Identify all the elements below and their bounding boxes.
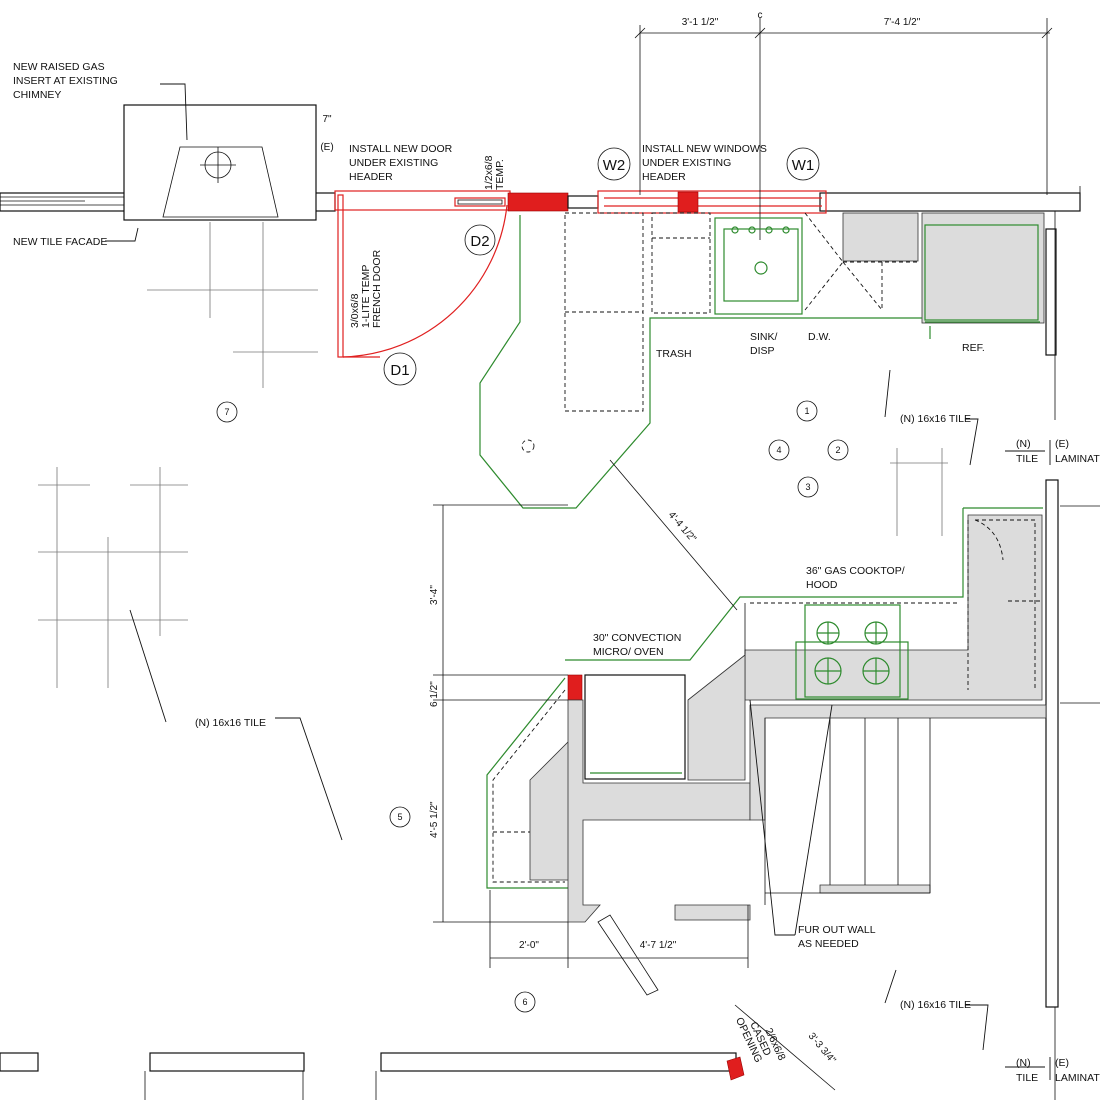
dim-4-5: 4'-5 1/2" bbox=[429, 801, 440, 838]
tag-circle-d1 bbox=[383, 352, 417, 386]
leader-lines bbox=[105, 83, 1051, 1080]
tile-grid-right bbox=[890, 448, 948, 536]
wall-pier bbox=[567, 195, 599, 209]
tag-circle-w1 bbox=[786, 147, 820, 181]
dim-3-4: 3'-4" bbox=[429, 585, 440, 605]
label-sink: SINK/ DISP bbox=[750, 331, 780, 357]
dim-3-3: 3'-3 3/4" bbox=[806, 1031, 838, 1066]
callout-1: 1 bbox=[804, 406, 809, 416]
tile-grid-left bbox=[38, 467, 188, 688]
label-transition-lower-right: (E) LAMINATE bbox=[1055, 1057, 1100, 1084]
label-trash: TRASH bbox=[656, 348, 692, 360]
top-dimension-line bbox=[634, 18, 1053, 240]
label-ref: REF. bbox=[962, 342, 985, 354]
tag-d1: D1 bbox=[390, 362, 409, 379]
windows-w1-w2 bbox=[597, 190, 827, 214]
label-transition-upper-left: (N) TILE bbox=[1016, 438, 1038, 465]
tag-circle-d2 bbox=[464, 224, 496, 256]
dim-top-right: 7'-4 1/2" bbox=[884, 17, 921, 28]
callout-circle-2 bbox=[827, 439, 849, 461]
note-french-door: 3/0x6/8 1-LITE TEMP FRENCH DOOR bbox=[349, 249, 383, 328]
callout-5: 5 bbox=[397, 812, 402, 822]
label-tile-upper: (N) 16x16 TILE bbox=[900, 413, 971, 425]
tag-d2: D2 bbox=[470, 233, 489, 250]
label-tile-lower: (N) 16x16 TILE bbox=[900, 999, 971, 1011]
bottom-walls bbox=[0, 1052, 745, 1100]
callout-circle-6 bbox=[514, 991, 536, 1013]
dim-2-0: 2'-0" bbox=[519, 940, 539, 951]
note-tile-facade: NEW TILE FACADE bbox=[13, 236, 107, 248]
note-new-windows: INSTALL NEW WINDOWS UNDER EXISTING HEADE… bbox=[642, 143, 770, 183]
callout-circle-7 bbox=[216, 401, 238, 423]
dim-centerline: c bbox=[758, 10, 763, 21]
callout-3: 3 bbox=[805, 482, 810, 492]
callout-2: 2 bbox=[835, 445, 840, 455]
label-micro: 30" CONVECTION MICRO/ OVEN bbox=[593, 632, 684, 658]
dim-seven-in: 7" bbox=[322, 114, 332, 125]
pantry-walls bbox=[567, 699, 1047, 996]
label-transition-upper-right: (E) LAMINATE bbox=[1055, 438, 1100, 465]
callout-circle-3 bbox=[797, 476, 819, 498]
callout-circle-4 bbox=[768, 439, 790, 461]
note-gas-insert: NEW RAISED GAS INSERT AT EXISTING CHIMNE… bbox=[13, 61, 121, 101]
temp-header-block bbox=[507, 192, 569, 212]
note-new-door: INSTALL NEW DOOR UNDER EXISTING HEADER bbox=[349, 143, 455, 183]
callout-7: 7 bbox=[224, 407, 229, 417]
tile-grid-upper bbox=[147, 222, 318, 388]
label-transition-lower-left: (N) TILE bbox=[1016, 1057, 1038, 1084]
exterior-wall-top bbox=[0, 186, 1081, 212]
callout-6: 6 bbox=[522, 997, 527, 1007]
callout-4: 4 bbox=[776, 445, 781, 455]
micro-oven-run bbox=[486, 654, 746, 889]
dim-top-left: 3'-1 1/2" bbox=[682, 17, 719, 28]
tag-existing: (E) bbox=[320, 142, 333, 153]
french-door-d1 bbox=[334, 190, 511, 358]
label-tile-left: (N) 16x16 TILE bbox=[195, 717, 266, 729]
tag-circle-w2 bbox=[597, 147, 631, 181]
tag-w2: W2 bbox=[603, 157, 626, 174]
callout-circle-1 bbox=[796, 400, 818, 422]
label-cooktop: 36" GAS COOKTOP/ HOOD bbox=[806, 565, 908, 591]
dim-6-half: 6 1/2" bbox=[429, 681, 440, 707]
cooktop-counter bbox=[565, 507, 1043, 701]
chimney bbox=[85, 104, 317, 221]
sink-counter bbox=[479, 212, 1057, 509]
callout-circle-5 bbox=[389, 806, 411, 828]
dimension-lines bbox=[433, 459, 836, 1091]
label-fur-out: FUR OUT WALL AS NEEDED bbox=[798, 924, 878, 950]
tag-w1: W1 bbox=[792, 157, 815, 174]
right-wall bbox=[1045, 211, 1100, 1100]
dim-diagonal: 4'-4 1/2" bbox=[666, 510, 699, 545]
dim-4-7: 4'-7 1/2" bbox=[640, 940, 677, 951]
label-dw: D.W. bbox=[808, 331, 831, 343]
note-temp-header: 1/2x6/8 TEMP. bbox=[483, 153, 506, 190]
